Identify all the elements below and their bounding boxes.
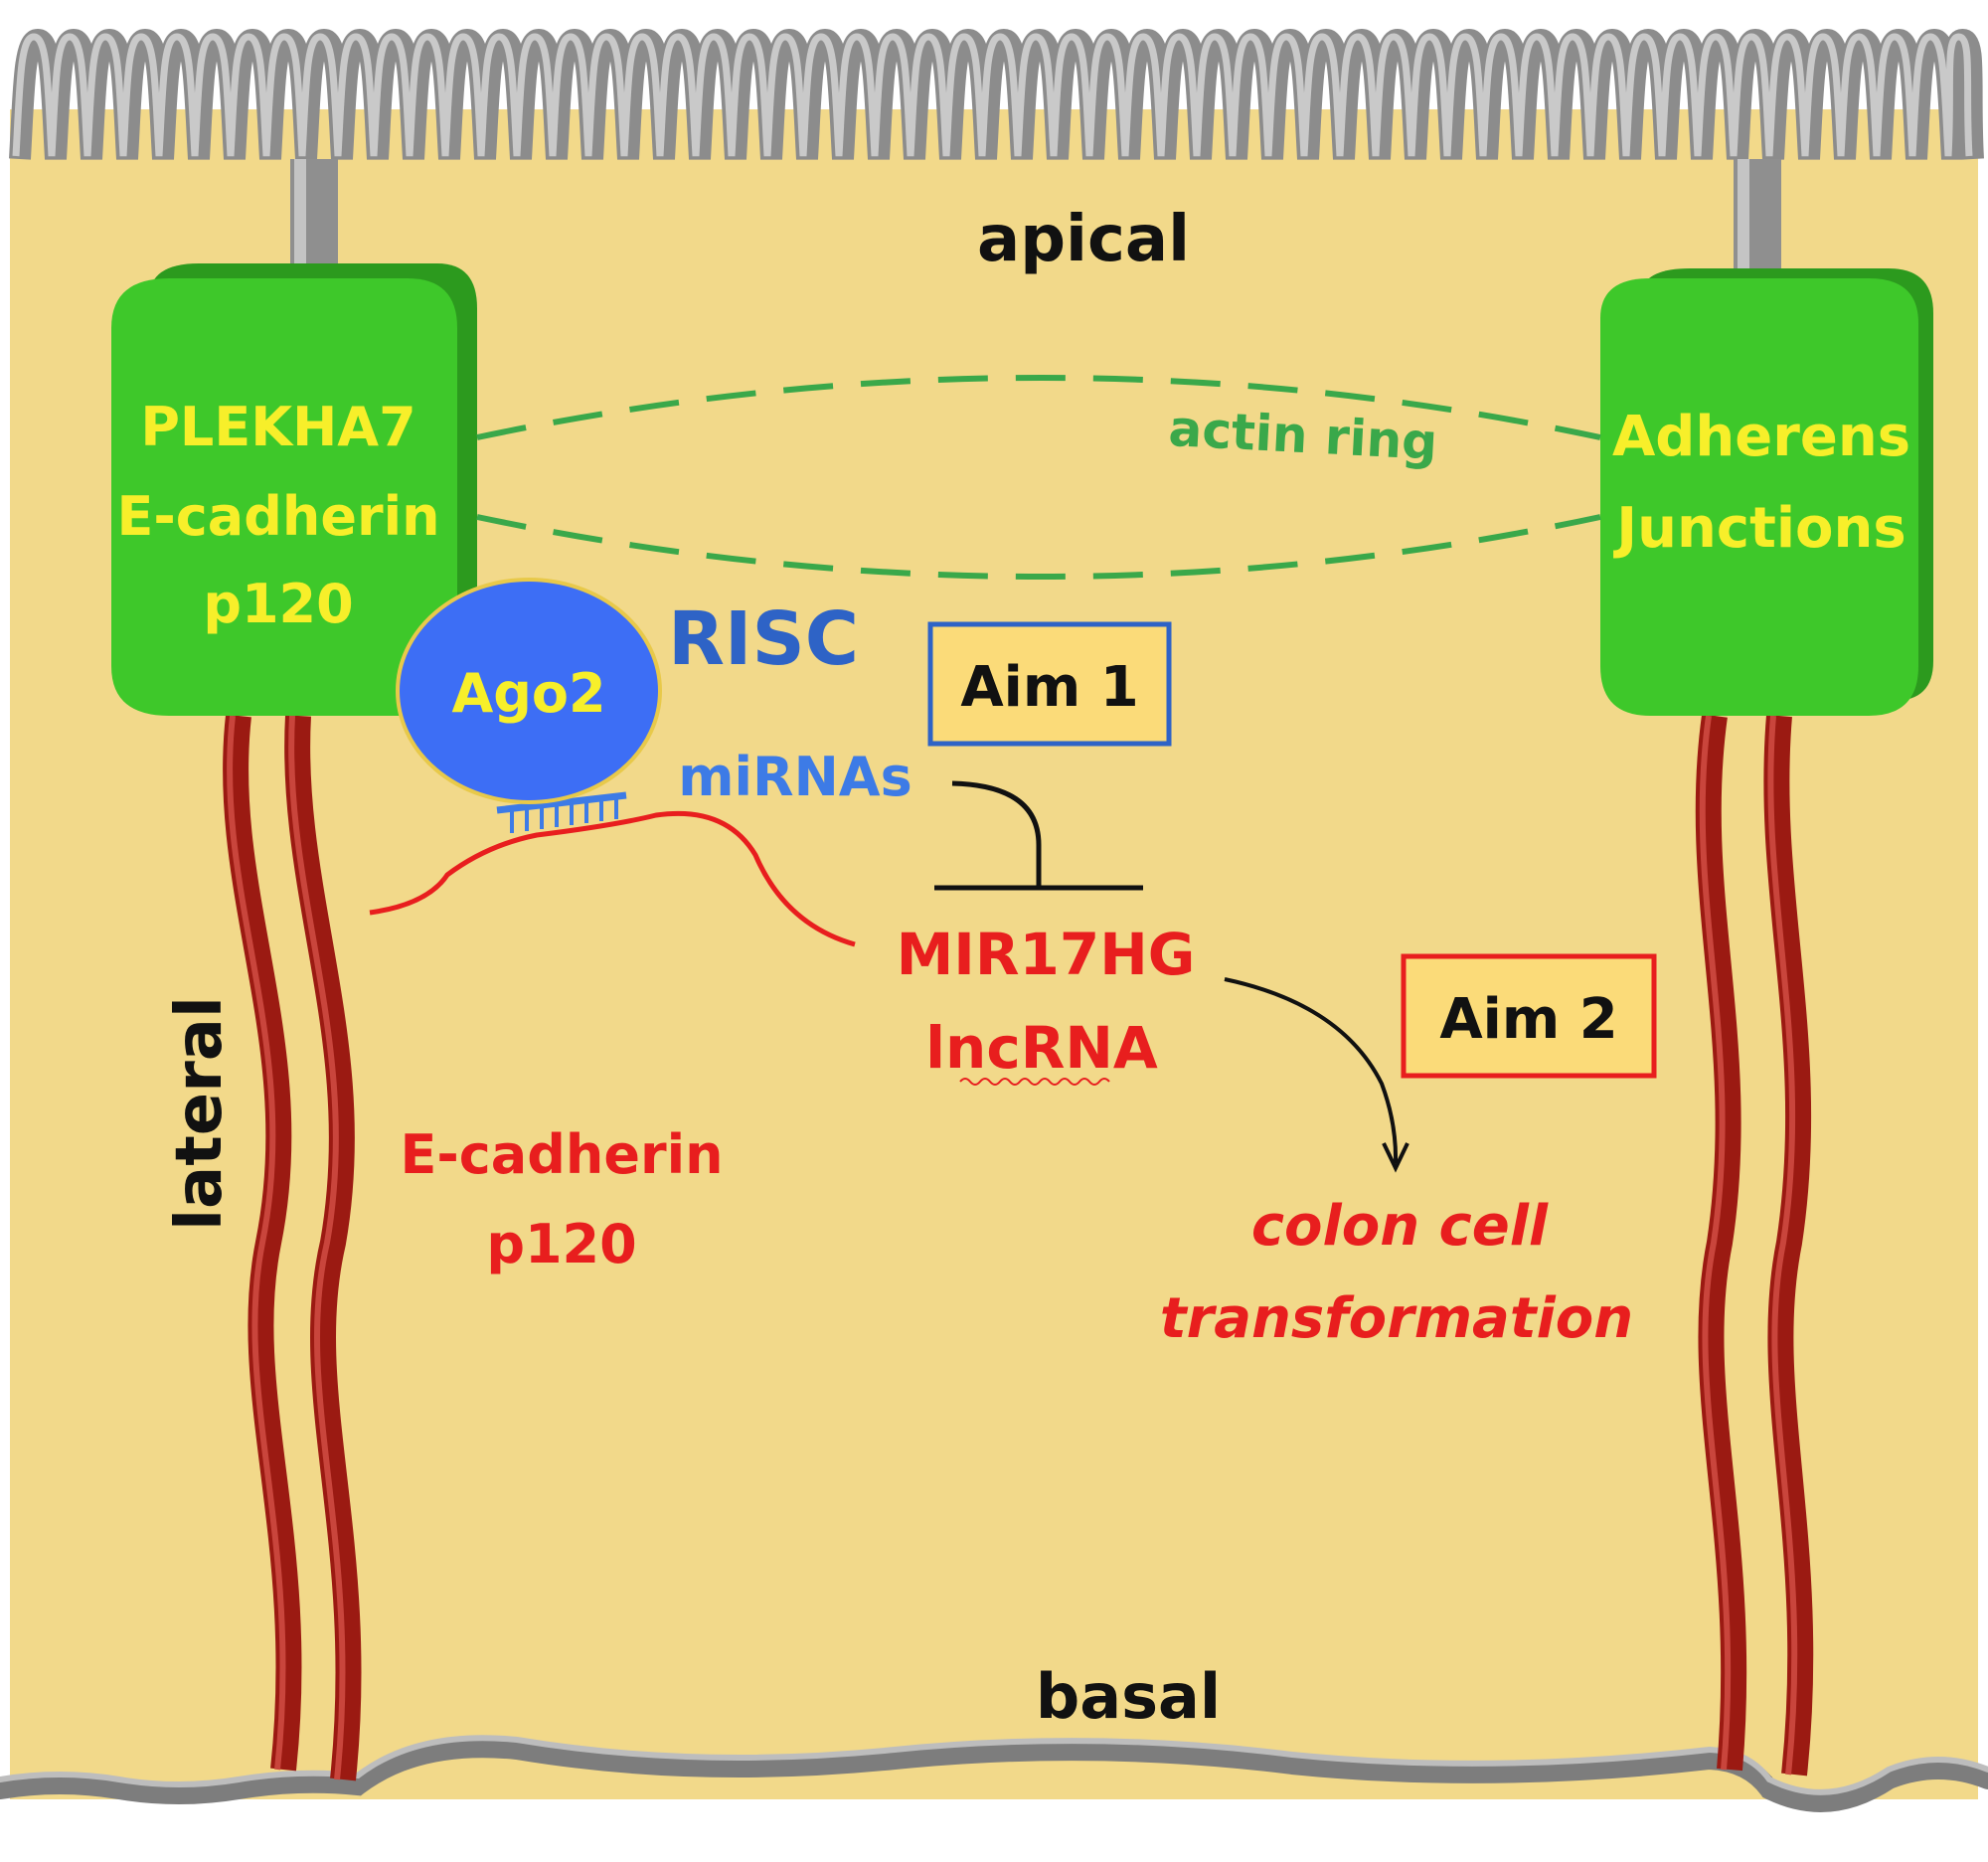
- actin-ring-bottom: [476, 514, 1601, 580]
- left-cadherin-strands: [223, 714, 362, 1781]
- ago2-protein-blob: [396, 578, 662, 804]
- aim2-box: [1401, 953, 1657, 1079]
- inhibition-t-bar: [934, 780, 1143, 891]
- lateral-proteins-line-2: p120: [486, 1213, 636, 1275]
- right-junction-stalk-highlight: [1738, 159, 1749, 298]
- outcome-line-1: colon cell: [1251, 1194, 1549, 1259]
- right-junction-line-2: Junctions: [1612, 496, 1905, 561]
- left-junction-block: [111, 263, 477, 716]
- actin-ring-label: actin ring: [1167, 400, 1438, 471]
- apical-label: apical: [977, 203, 1190, 276]
- outcome-line-2: transformation: [1160, 1286, 1633, 1351]
- right-cadherin-strands: [1695, 714, 1814, 1777]
- microvilli-border: [9, 28, 1984, 160]
- basal-label: basal: [1036, 1660, 1221, 1733]
- basal-membrane: [0, 1738, 1988, 1812]
- lncrna-line-1: MIR17HG: [897, 921, 1196, 988]
- lncrna-line-2: lncRNA: [925, 1014, 1158, 1082]
- aim1-label: Aim 1: [960, 655, 1138, 720]
- aim2-label: Aim 2: [1439, 987, 1617, 1052]
- left-junction-line-3: p120: [203, 573, 353, 635]
- basal-membrane-highlight: [0, 1735, 1988, 1795]
- curved-arrow: [1224, 977, 1409, 1173]
- right-junction-block: [1600, 268, 1933, 716]
- lncrna-spellcheck-squiggle: [959, 1078, 1110, 1086]
- risc-label: RISC: [668, 596, 859, 682]
- right-junction-line-1: Adherens: [1612, 405, 1910, 469]
- aim1-box: [927, 621, 1172, 747]
- lncrna-strand: [369, 810, 856, 947]
- left-junction-line-2: E-cadherin: [116, 485, 439, 548]
- actin-ring-top: [476, 375, 1601, 440]
- mirnas-label: miRNAs: [678, 746, 912, 808]
- microvilli-highlight: [12, 33, 1973, 157]
- ago2-label: Ago2: [451, 662, 605, 725]
- mirna-binding-ladder: [496, 791, 627, 833]
- left-junction-stalk-highlight: [294, 159, 306, 278]
- left-junction-line-1: PLEKHA7: [140, 396, 415, 458]
- lateral-proteins-line-1: E-cadherin: [400, 1123, 723, 1186]
- lateral-label: lateral: [163, 996, 237, 1231]
